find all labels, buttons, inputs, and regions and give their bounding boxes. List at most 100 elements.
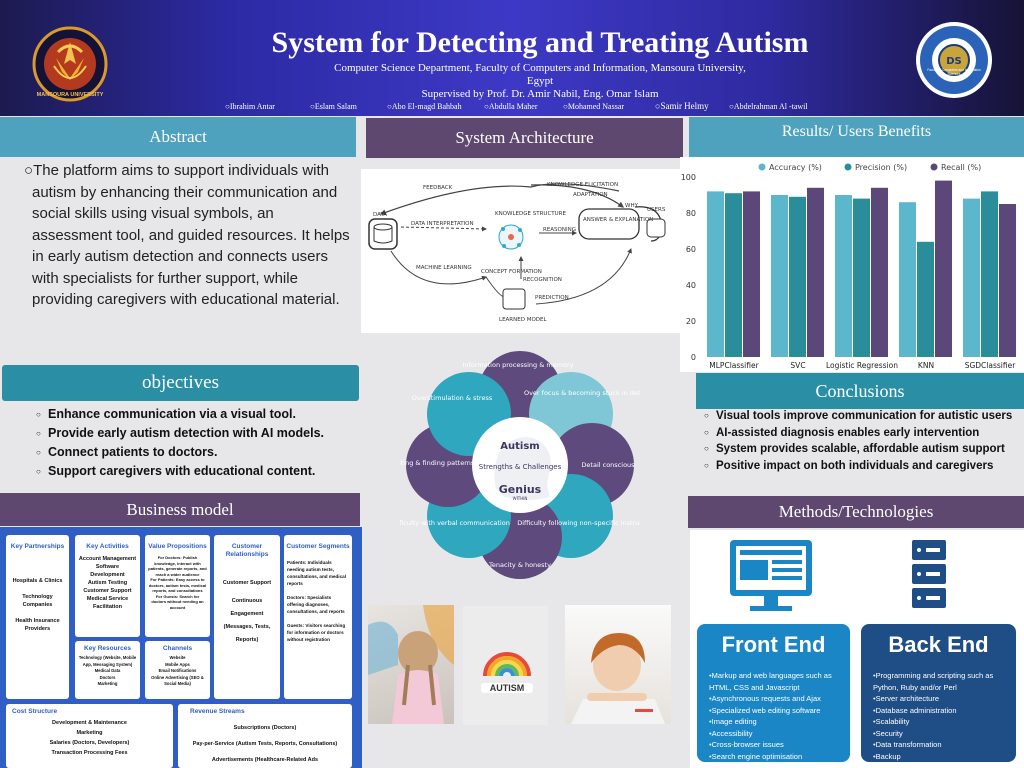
back-end-item: Security xyxy=(873,728,1016,740)
front-end-list: Markup and web languages such as HTML, C… xyxy=(709,670,850,762)
department-line-1: Computer Science Department, Faculty of … xyxy=(334,62,746,74)
key-resources-cell: Key Resources Technology (Website, Mobil… xyxy=(75,641,140,699)
front-end-item: Cross-browser issues xyxy=(709,739,850,751)
genius-within-sub: WITHIN xyxy=(513,496,528,501)
conclusions-title: Conclusions xyxy=(815,380,905,401)
author-7: ○Abdelrahman Al -tawil xyxy=(729,102,808,111)
bar xyxy=(707,191,724,357)
autism-sign-text: AUTISM xyxy=(481,683,533,693)
methods-panel: Front End Markup and web languages such … xyxy=(690,530,1024,768)
objective-item: Provide early autism detection with AI m… xyxy=(36,424,366,443)
value-propositions-cell: Value Propositions For Doctors: Publish … xyxy=(145,535,210,637)
bar xyxy=(743,191,760,357)
bar xyxy=(771,195,788,357)
customer-segments-cell: Customer Segments Patients: Individuals … xyxy=(284,535,352,699)
front-end-item: Image editing xyxy=(709,716,850,728)
y-tick-label: 80 xyxy=(686,209,696,218)
legend-swatch xyxy=(844,163,852,171)
author-5: ○Mohamed Nassar xyxy=(563,102,625,111)
objective-item: Enhance communication via a visual tool. xyxy=(36,405,366,424)
bar xyxy=(807,187,824,357)
author-4: ○Abdulla Maher xyxy=(484,102,538,111)
child-at-table-photo xyxy=(565,605,671,724)
front-end-card: Front End Markup and web languages such … xyxy=(697,624,850,762)
back-end-item: Scalability xyxy=(873,716,1016,728)
bar xyxy=(789,196,806,357)
front-end-item: Search engine optimisation xyxy=(709,751,850,763)
architecture-diagram: FEEDBACK KNOWLEDGE ELICITATION ADAPTATIO… xyxy=(361,169,681,333)
label-data-interpretation: DATA INTERPRETATION xyxy=(411,221,474,227)
revenue-streams-cell: Revenue Streams Subscriptions (Doctors)P… xyxy=(178,704,352,768)
mansoura-university-logo: MANSOURA UNIVERSITY xyxy=(30,20,110,108)
supervisor-line: Supervised by Prof. Dr. Amir Nabil, Eng.… xyxy=(421,88,659,100)
objectives-title: objectives xyxy=(141,372,220,393)
author-2: ○Eslam Salam xyxy=(310,102,357,111)
bar xyxy=(935,180,952,357)
label-learned-model: LEARNED MODEL xyxy=(499,317,547,323)
y-tick-label: 100 xyxy=(681,173,696,182)
front-end-item: Asynchronous requests and Ajax xyxy=(709,693,850,705)
conclusions-list: Visual tools improve communication for a… xyxy=(704,408,1024,474)
methods-title: Methods/Technologies xyxy=(778,502,934,521)
label-why: WHY xyxy=(625,203,639,209)
autism-rainbow-photo: AUTISM xyxy=(463,606,548,725)
genius-within-logo: Genius xyxy=(499,483,542,496)
y-tick-label: 20 xyxy=(686,317,696,326)
svg-text:DS: DS xyxy=(946,56,962,67)
wheel-center-title: Autism xyxy=(500,441,539,452)
bar xyxy=(963,198,980,357)
x-tick-label: MLPClassifier xyxy=(709,361,759,370)
front-end-item: Specialized web editing software xyxy=(709,705,850,717)
label-reasoning: REASONING xyxy=(543,227,576,233)
legend-swatch xyxy=(758,163,766,171)
abstract-text: ○The platform aims to support individual… xyxy=(24,162,350,308)
wheel-center-subtitle: Strengths & Challenges xyxy=(479,463,562,471)
methods-icons xyxy=(730,540,946,611)
poster-header xyxy=(0,0,1024,116)
abstract-body: The platform aims to support individuals… xyxy=(32,162,350,308)
petal-detail-conscious: Detail conscious xyxy=(581,461,635,469)
y-tick-label: 40 xyxy=(686,281,696,290)
cost-structure-cell: Cost Structure Development & Maintenance… xyxy=(6,704,173,768)
author-3: ○Abo El-magd Bahbah xyxy=(387,102,462,111)
objectives-header: objectives xyxy=(2,365,359,401)
label-users: USERS xyxy=(647,207,666,213)
legend-label: Recall (%) xyxy=(941,163,981,172)
results-bar-chart: Accuracy (%)Precision (%)Recall (%)02040… xyxy=(681,163,1017,370)
abstract-header: Abstract xyxy=(0,117,356,157)
abstract-title: Abstract xyxy=(149,127,207,146)
results-title: Results/ Users Benefits xyxy=(781,123,932,140)
label-feedback: FEEDBACK xyxy=(423,185,453,191)
bar xyxy=(899,202,916,357)
objectives-list: Enhance communication via a visual tool.… xyxy=(36,405,366,481)
label-prediction: PREDICTION xyxy=(535,295,569,301)
poster-title: System for Detecting and Treating Autism xyxy=(271,26,809,59)
conclusions-header: Conclusions xyxy=(696,373,1024,409)
front-end-item: Markup and web languages such as HTML, C… xyxy=(709,670,850,693)
child-painting-photo xyxy=(368,605,454,724)
bar xyxy=(835,195,852,357)
label-knowledge-structure: KNOWLEDGE STRUCTURE xyxy=(495,211,566,217)
x-tick-label: SGDClassifier xyxy=(965,361,1017,370)
right-logo-text: Faculty of Computers and Information Sci… xyxy=(927,68,981,76)
objective-item: Support caregivers with educational cont… xyxy=(36,462,366,481)
methods-header: Methods/Technologies xyxy=(688,496,1024,528)
petal-information-processing: Information processing & memory xyxy=(462,361,573,369)
y-tick-label: 0 xyxy=(691,353,696,362)
system-architecture-title: System Architecture xyxy=(455,128,594,147)
back-end-item: Programming and scripting such as Python… xyxy=(873,670,1016,693)
bar xyxy=(853,198,870,357)
label-machine-learning: MACHINE LEARNING xyxy=(416,265,472,271)
back-end-item: Backup xyxy=(873,751,1016,763)
business-model-title: Business model xyxy=(126,499,234,519)
back-end-item: Database administration xyxy=(873,705,1016,717)
petal-tenacity-honesty: Tenacity & honesty xyxy=(488,561,551,569)
bar xyxy=(871,187,888,357)
system-architecture-header: System Architecture xyxy=(366,118,683,158)
back-end-item: Data transformation xyxy=(873,739,1016,751)
